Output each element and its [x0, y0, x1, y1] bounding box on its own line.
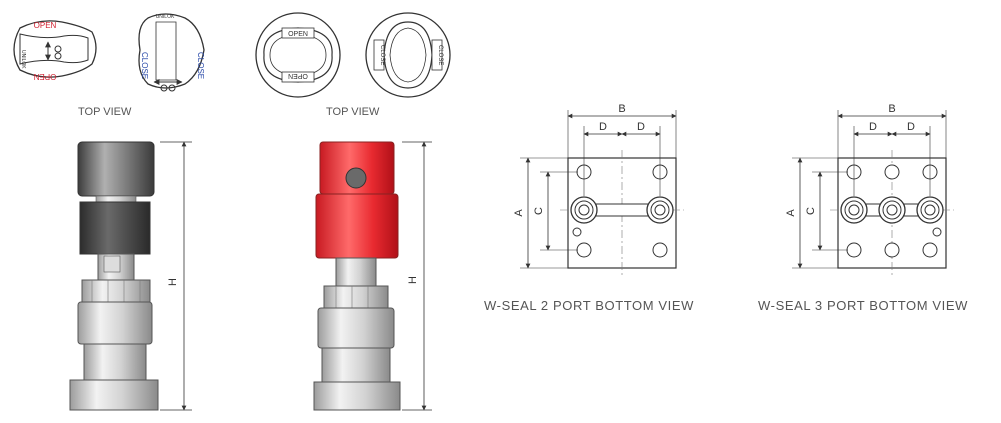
knob-close-label-right: CLOSE [196, 52, 205, 79]
side-view-red-valve [313, 141, 401, 411]
dim-c-3port: C [805, 207, 817, 215]
lock-indicator-icon [345, 167, 367, 189]
bottom-view-2port: B D D A C [513, 103, 684, 276]
caption-top-view-1: TOP VIEW [78, 106, 132, 118]
dim-d-right-2port: D [637, 121, 645, 133]
height-label-1: H [167, 278, 179, 286]
top-view-knob-open: OPEN OPEN UNILOK [13, 20, 97, 81]
bottom-view-3port: B D D A C [785, 103, 954, 276]
dim-c-2port: C [533, 207, 545, 215]
height-dimension-1: H [160, 141, 192, 411]
knob-open-label-bottom: OPEN [33, 72, 56, 81]
round-open-label-top: OPEN [288, 31, 308, 38]
round-close-label-left: CLOSE [379, 45, 385, 65]
round-close-label-right: CLOSE [437, 45, 443, 65]
caption-2port-bottom-view: W-SEAL 2 PORT BOTTOM VIEW [484, 298, 695, 313]
dim-d-left-2port: D [599, 121, 607, 133]
top-view-knob-close: CLOSE CLOSE UNILOK [138, 13, 205, 92]
height-label-2: H [407, 276, 419, 284]
caption-top-view-2: TOP VIEW [326, 106, 380, 118]
caption-3port-bottom-view: W-SEAL 3 PORT BOTTOM VIEW [758, 298, 969, 313]
knob-brand-label: UNILOK [20, 50, 26, 69]
top-view-round-open: OPEN OPEN [255, 12, 341, 98]
dim-a-3port: A [785, 209, 797, 217]
side-view-gray-valve [69, 141, 159, 411]
knob-close-label-left: CLOSE [140, 52, 149, 79]
dim-b-2port: B [618, 103, 625, 115]
dim-d-left-3port: D [869, 121, 877, 133]
top-view-round-close: CLOSE CLOSE [365, 12, 451, 98]
dim-d-right-3port: D [907, 121, 915, 133]
dim-b-3port: B [888, 103, 895, 115]
round-open-label-bottom: OPEN [288, 72, 308, 79]
knob-open-label-top: OPEN [34, 21, 57, 30]
height-dimension-2: H [402, 141, 432, 411]
knob-brand-label-2: UNILOK [156, 14, 175, 20]
dim-a-2port: A [513, 209, 525, 217]
